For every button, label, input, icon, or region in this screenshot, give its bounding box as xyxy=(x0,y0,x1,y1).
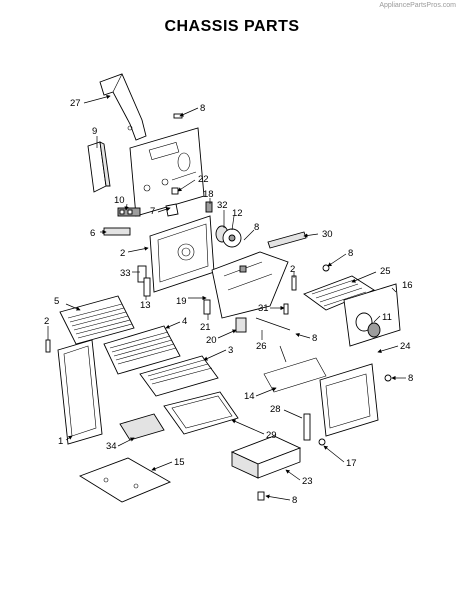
part-3-rack[interactable] xyxy=(139,355,219,397)
callout-labels: 27 8 9 22 18 10 7 32 12 8 6 30 2 8 33 25… xyxy=(44,98,413,506)
callout-31: 31 xyxy=(258,303,269,314)
callout-8: 8 xyxy=(408,373,413,384)
part-17-screw[interactable] xyxy=(318,438,326,446)
callout-22: 22 xyxy=(198,174,209,185)
part-34-vent[interactable] xyxy=(119,413,165,441)
part-center-frame[interactable] xyxy=(211,251,289,319)
callout-20: 20 xyxy=(206,335,217,346)
callout-17: 17 xyxy=(346,458,357,469)
part-26-tube[interactable] xyxy=(255,317,291,331)
part-25-broil-element[interactable] xyxy=(303,275,375,311)
callout-12: 12 xyxy=(232,208,243,219)
callout-29: 29 xyxy=(266,430,277,441)
callout-34: 34 xyxy=(106,441,117,452)
callout-27: 27 xyxy=(70,98,81,109)
page-title: CHASSIS PARTS xyxy=(164,18,300,35)
part-27-bracket[interactable] xyxy=(99,73,147,141)
part-9-side-channel[interactable] xyxy=(87,141,111,193)
part-16-bracket[interactable] xyxy=(343,283,401,347)
part-18-sensor[interactable] xyxy=(205,201,213,213)
part-4-rack[interactable] xyxy=(103,325,181,375)
callout-30: 30 xyxy=(322,229,333,240)
callout-8: 8 xyxy=(200,103,205,114)
callout-2: 2 xyxy=(120,248,125,259)
callout-13: 13 xyxy=(140,300,151,311)
part-11-knob[interactable] xyxy=(355,312,381,338)
callout-18: 18 xyxy=(203,189,214,200)
part-8-screw-f[interactable] xyxy=(257,491,265,501)
part-20-switch[interactable] xyxy=(235,317,247,333)
callout-23: 23 xyxy=(302,476,313,487)
part-7-clip[interactable] xyxy=(165,203,179,217)
callout-32: 32 xyxy=(217,200,228,211)
part-22-screw[interactable] xyxy=(171,187,179,195)
callout-1: 1 xyxy=(58,436,63,447)
callout-8: 8 xyxy=(312,333,317,344)
part-rear-panel[interactable] xyxy=(129,127,205,217)
callout-24: 24 xyxy=(400,341,411,352)
callout-11: 11 xyxy=(382,312,392,323)
part-8-screw-c[interactable] xyxy=(322,264,330,272)
callout-8: 8 xyxy=(254,222,259,233)
watermark: AppliancePartsPros.com xyxy=(379,2,456,9)
leader-lines xyxy=(47,94,406,501)
callout-33: 33 xyxy=(120,268,131,279)
part-5-rack[interactable] xyxy=(59,295,135,345)
part-31-screw[interactable] xyxy=(283,303,289,315)
callout-7: 7 xyxy=(150,206,155,217)
part-2-screw-b[interactable] xyxy=(291,275,297,291)
part-8-screw-e[interactable] xyxy=(384,374,392,382)
callout-26: 26 xyxy=(256,341,267,352)
part-24-side-panel[interactable] xyxy=(319,363,379,437)
callout-14: 14 xyxy=(244,391,255,402)
callout-15: 15 xyxy=(174,457,185,468)
callout-25: 25 xyxy=(380,266,391,277)
callout-2: 2 xyxy=(44,316,49,327)
callout-5: 5 xyxy=(54,296,59,307)
callout-9: 9 xyxy=(92,126,97,137)
callout-2: 2 xyxy=(290,264,295,275)
part-14-bake-element[interactable] xyxy=(263,345,327,393)
part-6-bracket[interactable] xyxy=(103,227,131,236)
part-10-connector[interactable] xyxy=(117,207,141,217)
part-13-bracket[interactable] xyxy=(143,277,151,297)
part-oven-frame[interactable] xyxy=(149,215,215,293)
callout-4: 4 xyxy=(182,316,187,327)
callout-19: 19 xyxy=(176,296,187,307)
part-28-bracket[interactable] xyxy=(303,413,311,441)
callout-6: 6 xyxy=(90,228,95,239)
callout-8: 8 xyxy=(348,248,353,259)
callout-8: 8 xyxy=(292,495,297,506)
part-2-screw-c[interactable] xyxy=(45,339,51,353)
part-23-drawer[interactable] xyxy=(230,435,302,479)
part-33-bracket[interactable] xyxy=(137,265,147,283)
part-30-rail[interactable] xyxy=(267,231,307,249)
part-15-bottom-pan[interactable] xyxy=(78,457,172,503)
part-21-sensor[interactable] xyxy=(203,299,211,315)
part-12-fan-motor[interactable] xyxy=(222,228,242,248)
callout-28: 28 xyxy=(270,404,281,415)
callout-3: 3 xyxy=(228,345,233,356)
callout-21: 21 xyxy=(200,322,211,333)
callout-10: 10 xyxy=(114,195,125,206)
part-29-tray[interactable] xyxy=(163,391,239,435)
callout-16: 16 xyxy=(402,280,413,291)
part-1-door[interactable] xyxy=(57,339,103,445)
